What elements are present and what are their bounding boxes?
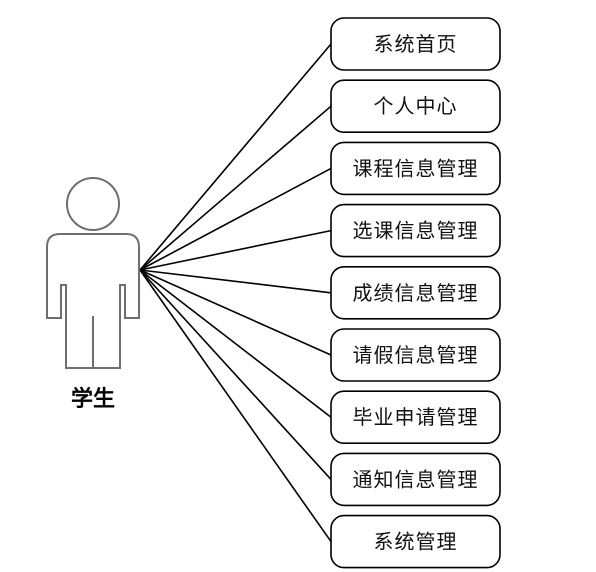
connector-grade-info-management	[139, 269, 332, 294]
use-case-label: 请假信息管理	[353, 343, 479, 367]
use-case-label: 个人中心	[374, 94, 458, 118]
use-case-box	[330, 328, 501, 382]
use-case-label: 毕业申请管理	[353, 405, 479, 429]
use-case-leave-info-management: 请假信息管理	[330, 328, 501, 382]
use-case-label: 成绩信息管理	[353, 281, 479, 305]
connector-lines	[139, 43, 332, 543]
connector-notice-info-management	[139, 269, 332, 480]
user-icon	[46, 177, 140, 369]
use-case-system-home: 系统首页	[330, 17, 501, 71]
actor-body	[46, 233, 140, 369]
connector-course-selection-management	[139, 229, 332, 271]
use-case-system-management: 系统管理	[330, 514, 501, 569]
use-case-grade-info-management: 成绩信息管理	[330, 265, 501, 320]
connector-course-info-management	[139, 167, 332, 271]
use-case-label: 选课信息管理	[353, 219, 479, 243]
use-case-box	[330, 514, 501, 569]
actor-student: 学生	[46, 177, 140, 412]
use-case-course-info-management: 课程信息管理	[330, 141, 501, 196]
use-case-box	[330, 79, 501, 133]
use-case-box	[330, 390, 501, 445]
connector-leave-info-management	[139, 269, 332, 356]
use-case-graduation-application-management: 毕业申请管理	[330, 390, 501, 445]
connector-system-management	[139, 269, 332, 543]
actor-head	[66, 177, 120, 231]
use-case-list: 系统首页个人中心课程信息管理选课信息管理成绩信息管理请假信息管理毕业申请管理通知…	[330, 17, 501, 569]
use-case-label: 通知信息管理	[353, 467, 479, 491]
connector-graduation-application-management	[139, 269, 332, 418]
use-case-course-selection-management: 选课信息管理	[330, 203, 501, 258]
connector-personal-center	[139, 105, 332, 271]
use-case-notice-info-management: 通知信息管理	[330, 452, 501, 507]
connector-system-home	[139, 43, 332, 271]
use-case-personal-center: 个人中心	[330, 79, 501, 133]
actor-label: 学生	[71, 386, 115, 412]
use-case-box	[330, 17, 501, 71]
use-case-box	[330, 141, 501, 196]
use-case-box	[330, 452, 501, 507]
use-case-label: 系统管理	[374, 530, 458, 554]
use-case-box	[330, 265, 501, 320]
use-case-box	[330, 203, 501, 258]
use-case-label: 课程信息管理	[353, 156, 479, 180]
use-case-label: 系统首页	[374, 32, 458, 56]
